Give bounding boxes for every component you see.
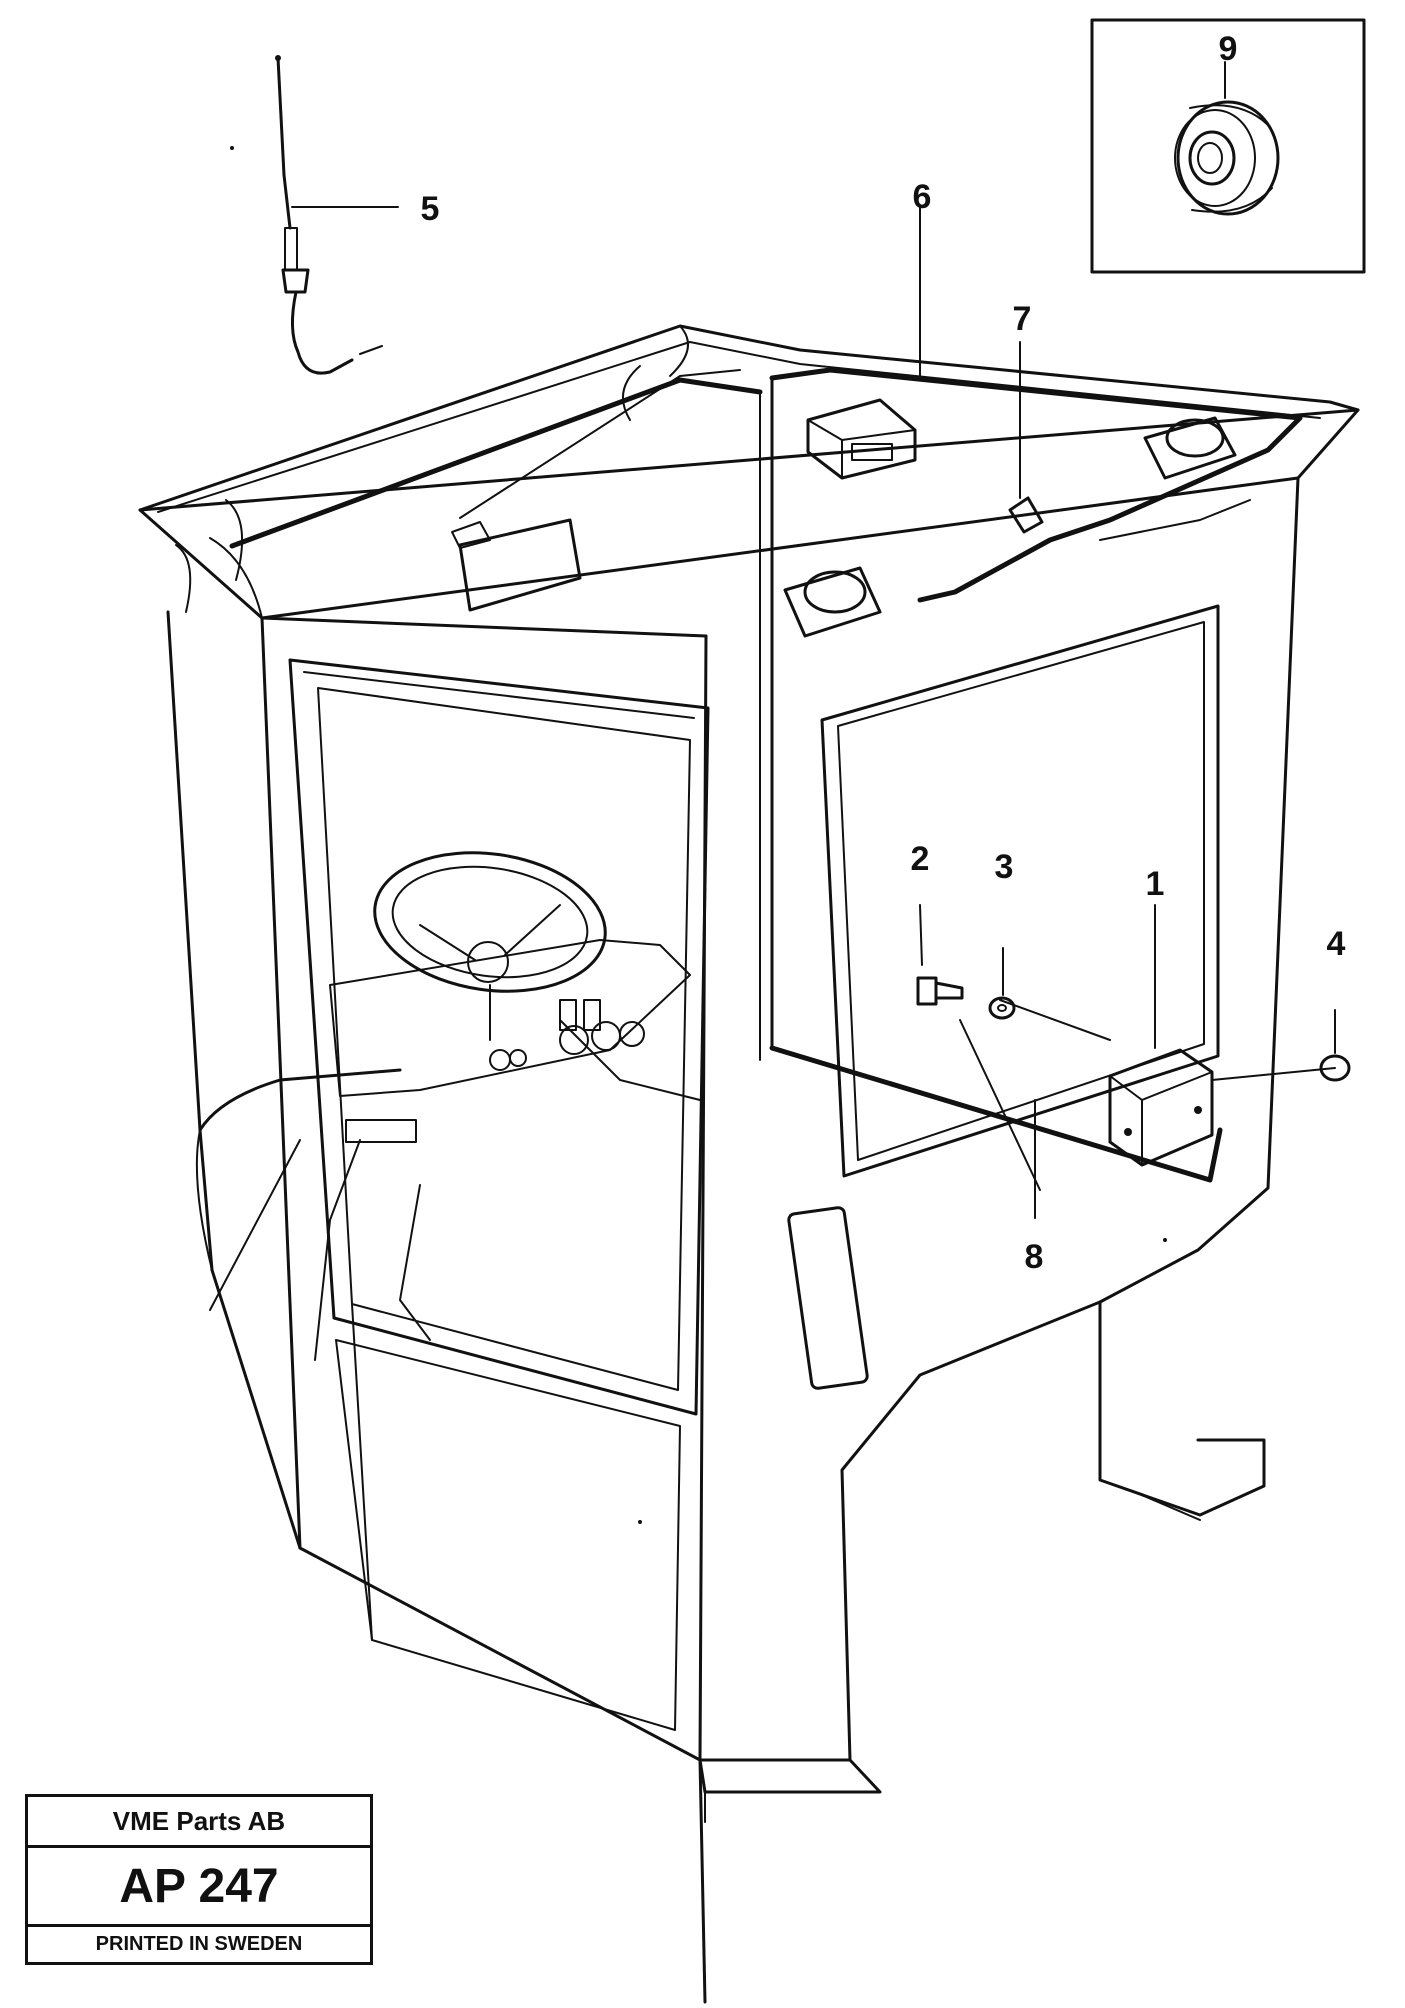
callout-4: 4 (1327, 925, 1346, 963)
cab-body (166, 476, 1300, 2004)
radio-unit (806, 398, 917, 480)
dashboard (209, 851, 701, 1361)
wiring-harness (229, 367, 1303, 1191)
callout-9: 9 (1219, 30, 1238, 68)
washer (988, 947, 1016, 1020)
speaker-center (783, 566, 882, 638)
callout-1: 1 (1146, 865, 1165, 903)
nut (1319, 1009, 1351, 1082)
callout-2: 2 (911, 840, 930, 878)
callout-7: 7 (1013, 300, 1032, 338)
bolt (916, 904, 964, 1006)
drawing-number: AP 247 (28, 1848, 370, 1927)
callout-3: 3 (995, 848, 1014, 886)
callout-6: 6 (913, 178, 932, 216)
company-name: VME Parts AB (28, 1797, 370, 1848)
speaker-right (1143, 416, 1237, 480)
leader-lines (919, 204, 1156, 1219)
speaker-box-left (451, 518, 582, 612)
title-block: VME Parts AB AP 247 PRINTED IN SWEDEN (25, 1794, 373, 1965)
antenna (275, 55, 399, 375)
control-unit (1108, 1048, 1336, 1167)
detail-box-grommet (1090, 18, 1366, 274)
callout-8: 8 (1025, 1238, 1044, 1276)
cab-roof (138, 324, 1360, 1061)
connector (1008, 496, 1044, 534)
printed-note: PRINTED IN SWEDEN (95, 1933, 303, 1955)
callout-5: 5 (421, 190, 440, 228)
